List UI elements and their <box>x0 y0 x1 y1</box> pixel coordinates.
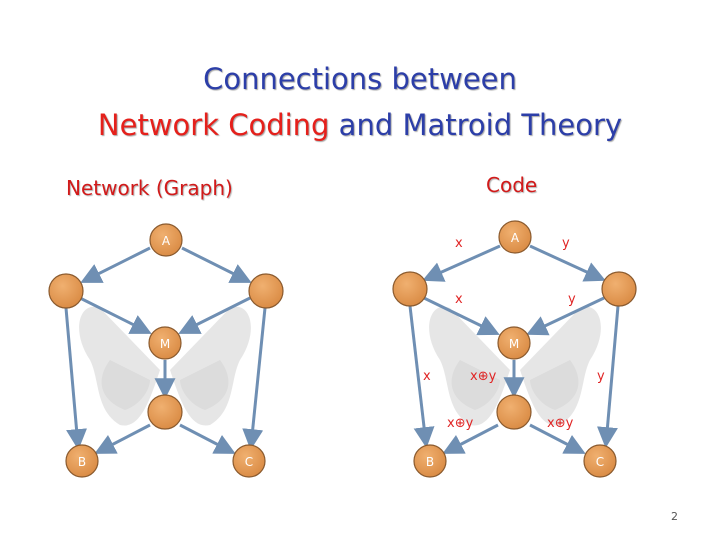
right-edge-low-c <box>529 423 586 454</box>
right-edge-right-m <box>526 296 605 336</box>
right-node-right <box>601 271 637 307</box>
left-edge-right-m <box>178 296 251 334</box>
right-code-diagram: x y x y x y x⊕y x⊕y x⊕y A M B <box>392 220 637 478</box>
left-node-left <box>48 273 84 309</box>
right-node-c: C <box>583 444 617 478</box>
label-a-right-y: y <box>562 236 570 251</box>
left-node-lower <box>147 394 183 430</box>
left-node-b-label: B <box>78 455 86 469</box>
left-node-m-label: M <box>160 337 170 351</box>
label-low-b-xor: x⊕y <box>447 416 474 431</box>
title-line-1: Connections between <box>203 62 517 96</box>
label-a-left-x: x <box>455 236 463 251</box>
left-node-right <box>248 273 284 309</box>
title-network-coding: Network Coding <box>97 108 330 142</box>
right-node-lower <box>496 394 532 430</box>
left-node-m: M <box>148 326 182 360</box>
right-node-m: M <box>497 326 531 360</box>
label-right-c-y: y <box>597 369 605 384</box>
left-subtitle: Network (Graph) <box>66 176 233 200</box>
right-node-a: A <box>498 220 532 254</box>
left-edge-left-b <box>64 307 88 451</box>
label-m-low-xor: x⊕y <box>470 369 497 384</box>
right-butterfly-watermark <box>429 306 601 426</box>
left-network-diagram: A M B C <box>48 223 284 478</box>
left-node-b: B <box>65 444 99 478</box>
right-edge-right-c <box>596 305 620 449</box>
right-node-c-label: C <box>596 455 604 469</box>
right-edge-a-left <box>422 244 501 282</box>
left-node-a-label: A <box>162 234 171 248</box>
label-left-m-x: x <box>455 292 463 307</box>
right-edge-low-b <box>442 423 499 454</box>
label-left-b-x: x <box>423 369 431 384</box>
label-right-m-y: y <box>568 292 576 307</box>
left-edge-a-right <box>181 246 252 283</box>
right-node-left <box>392 271 428 307</box>
left-edge-right-c <box>242 307 267 451</box>
title-line-2: Network Coding and Matroid Theory <box>0 108 720 142</box>
right-edge-a-right <box>529 244 606 282</box>
right-subtitle: Code <box>486 173 538 197</box>
left-node-c-label: C <box>245 455 253 469</box>
left-edge-low-c <box>179 423 236 454</box>
left-edge-left-m <box>79 296 152 334</box>
right-node-b: B <box>413 444 447 478</box>
right-edge-left-b <box>408 305 435 449</box>
left-node-c: C <box>232 444 266 478</box>
page-number: 2 <box>671 510 678 523</box>
right-node-m-label: M <box>509 337 519 351</box>
left-butterfly-watermark <box>79 306 251 426</box>
right-node-a-label: A <box>511 231 520 245</box>
right-edge-left-m <box>423 296 500 336</box>
title-matroid-theory: and Matroid Theory <box>338 108 623 142</box>
label-low-c-xor: x⊕y <box>547 416 574 431</box>
left-edge-a-left <box>80 246 151 283</box>
left-node-a: A <box>149 223 183 257</box>
left-edge-low-b <box>94 423 151 454</box>
right-node-b-label: B <box>426 455 434 469</box>
